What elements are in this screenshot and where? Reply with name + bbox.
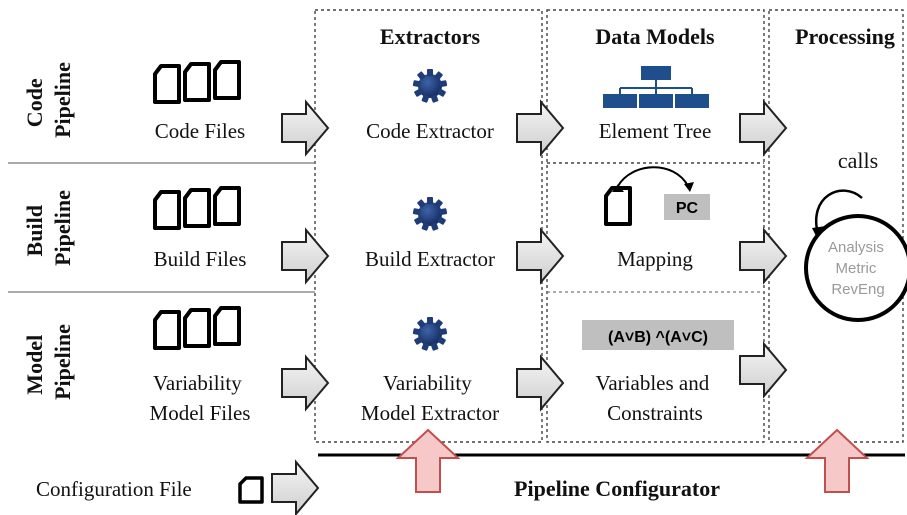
arrow-extractor-to-variables — [516, 356, 564, 410]
arrow-models-to-processing-1 — [739, 101, 787, 155]
gear-icon — [412, 197, 448, 232]
row-label-model-line1: Model — [22, 335, 47, 395]
mapping-icon: PC — [604, 166, 710, 226]
header-processing: Processing — [795, 24, 895, 49]
svg-text:Model Pipeline: Model Pipeline — [22, 324, 75, 400]
row-label-code-line1: Code — [22, 78, 47, 127]
processing-line-reveng: RevEng — [831, 281, 884, 298]
row-separators — [8, 162, 764, 293]
calls-loop-arrow — [815, 189, 863, 235]
arrow-model-to-extractor — [281, 356, 329, 410]
row-label-code: Code Pipeline — [22, 62, 75, 138]
processing-line-analysis: Analysis — [828, 239, 884, 256]
pc-badge-text: PC — [676, 200, 699, 217]
svg-text:Build Pipeline: Build Pipeline — [22, 190, 75, 266]
arrow-code-to-extractor — [281, 101, 329, 155]
code-extractor-label: Code Extractor — [366, 119, 494, 143]
formula-badge: (A˅B) ^(A˅C) — [582, 320, 734, 350]
row-label-code-line2: Pipeline — [50, 62, 75, 138]
processing-line-metric: Metric — [835, 260, 876, 277]
arrow-models-to-processing-3 — [739, 343, 787, 397]
arrow-build-to-extractor — [281, 229, 329, 283]
arrow-config-to-configurator — [271, 461, 319, 515]
svg-text:Variables and Constraints: Variables and Constraints — [596, 371, 715, 425]
mapping-label: Mapping — [617, 247, 693, 271]
build-files-label: Build Files — [154, 247, 247, 271]
config-arrow-processing — [804, 428, 870, 493]
svg-text:Code Pipeline: Code Pipeline — [22, 62, 75, 138]
variability-model-files-label-1: Variability — [153, 371, 242, 395]
row-label-model: Model Pipeline — [22, 324, 75, 400]
formula-text: (A˅B) ^(A˅C) — [608, 329, 708, 346]
arrow-extractor-to-mapping — [516, 229, 564, 283]
svg-text:Analysis Metric RevEng: Analysis Metric RevEng — [828, 239, 888, 298]
build-extractor-label: Build Extractor — [365, 247, 495, 271]
gear-icon — [412, 317, 448, 352]
arrow-models-to-processing-2 — [739, 229, 787, 283]
header-extractors: Extractors — [380, 24, 481, 49]
code-files-label: Code Files — [155, 119, 245, 143]
svg-text:Variability Model Extracto: Variability Model Extractor — [361, 371, 499, 425]
tree-icon — [603, 66, 709, 108]
element-tree-label: Element Tree — [599, 119, 712, 143]
svg-text:Variability Model Files: Variability Model Files — [150, 371, 251, 425]
row-label-build-line2: Pipeline — [50, 190, 75, 266]
row-label-build-line1: Build — [22, 205, 47, 256]
pipeline-configurator-label: Pipeline Configurator — [514, 476, 720, 501]
variables-label-1: Variables and — [596, 371, 710, 395]
gear-icon — [412, 69, 448, 104]
arrow-extractor-to-element-tree — [516, 101, 564, 155]
variability-model-files-icon — [155, 308, 239, 348]
configuration-file-label: Configuration File — [36, 477, 192, 501]
processing-circle — [804, 214, 907, 322]
doc-icon — [604, 186, 632, 226]
code-files-icon — [155, 62, 239, 102]
build-files-icon — [155, 188, 239, 228]
variables-label-2: Constraints — [607, 401, 703, 425]
pc-badge-bg — [664, 194, 710, 220]
row-label-model-line2: Pipeline — [50, 324, 75, 400]
variability-extractor-label-2: Model Extractor — [361, 401, 499, 425]
calls-label: calls — [838, 148, 878, 173]
data-models-frame — [546, 9, 765, 443]
header-data-models: Data Models — [595, 24, 715, 49]
config-arrow-extractors — [395, 428, 461, 493]
row-label-build: Build Pipeline — [22, 190, 75, 266]
configuration-file-icon — [238, 476, 264, 504]
variability-extractor-label-1: Variability — [383, 371, 472, 395]
variability-model-files-label-2: Model Files — [150, 401, 251, 425]
